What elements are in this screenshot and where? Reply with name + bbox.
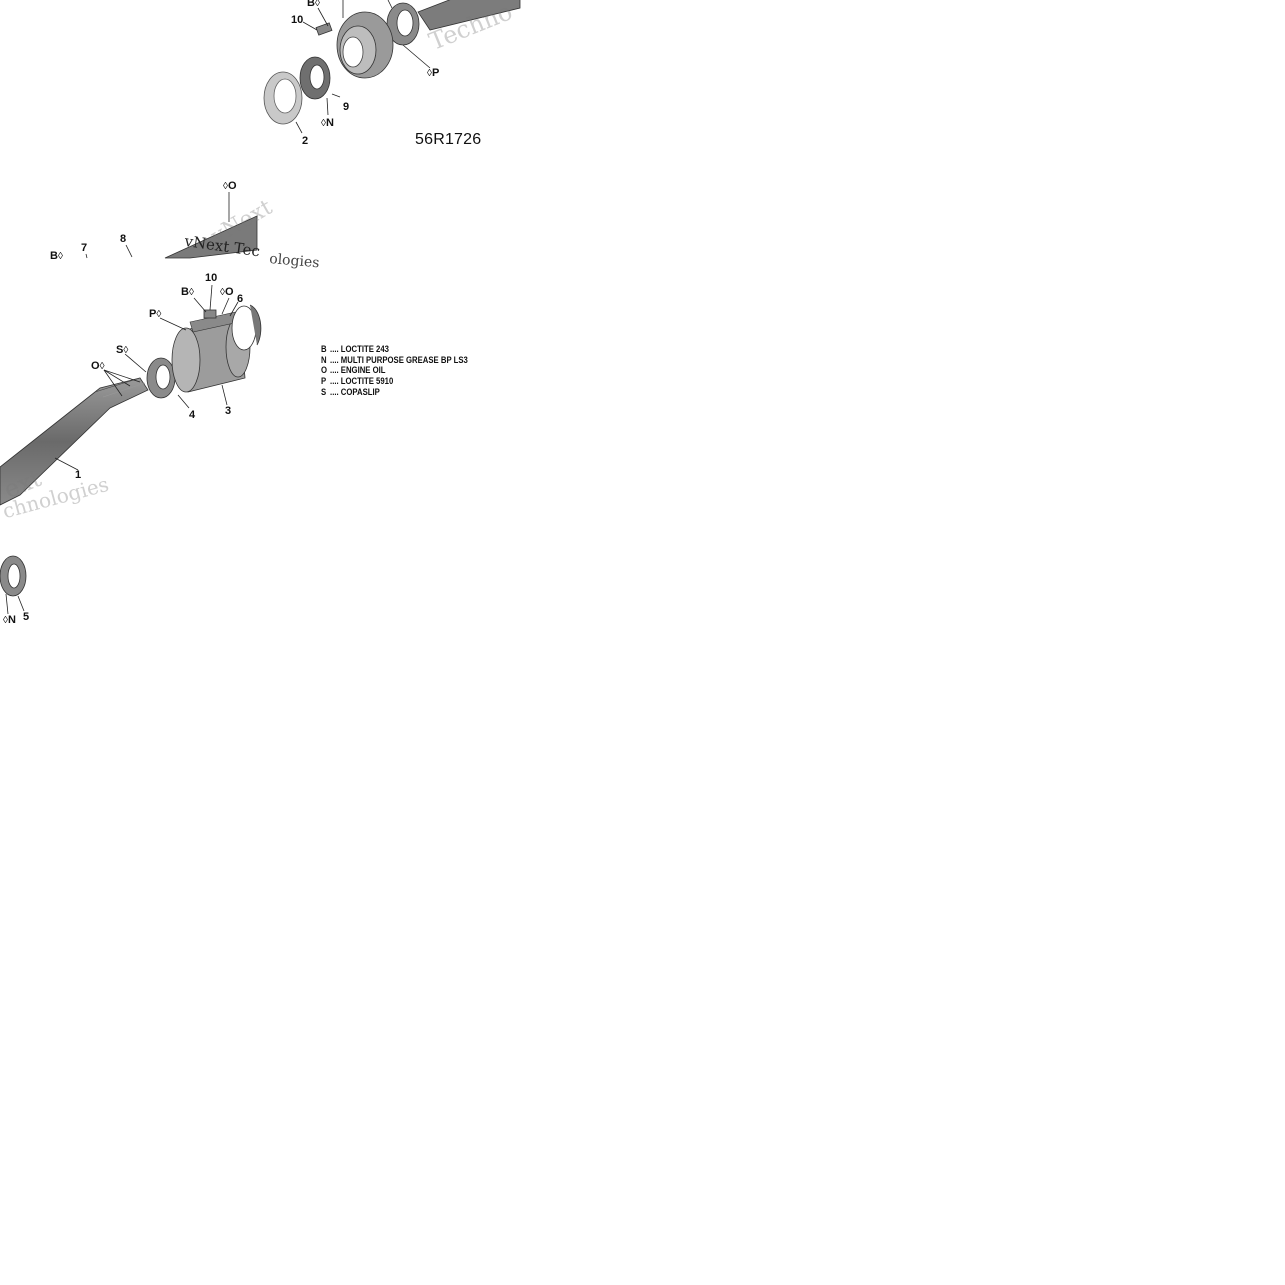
- label-part-1: 1: [75, 469, 82, 481]
- label-part-6: 6: [237, 293, 244, 305]
- tag-b-mid: B◊: [181, 286, 194, 299]
- legend-row-s: S .... COPASLIP: [321, 386, 380, 397]
- top-bolt: [315, 22, 333, 36]
- drop-icon: ◊: [123, 345, 129, 356]
- top-housing: [336, 11, 394, 79]
- label-part-8: 8: [120, 233, 127, 245]
- label-part-3: 3: [225, 405, 232, 417]
- tag-p-mid: P◊: [149, 308, 162, 321]
- seal-4: [146, 357, 176, 399]
- ring-6: [231, 304, 262, 351]
- drop-icon: ◊: [314, 0, 320, 9]
- label-part-10-top: 10: [291, 14, 304, 26]
- drop-icon: ◊: [427, 68, 432, 79]
- mid-leader-lines: [54, 284, 239, 471]
- top-washer-2: [263, 71, 303, 125]
- top-shaft: [417, 0, 521, 31]
- legend-row-b: B .... LOCTITE 243: [321, 344, 389, 354]
- drop-icon: ◊: [99, 361, 105, 372]
- tag-b-left: B◊: [50, 250, 63, 263]
- drop-icon: ◊: [223, 181, 228, 192]
- drop-icon: ◊: [156, 309, 162, 320]
- ring-5: [0, 555, 27, 597]
- drop-icon: ◊: [321, 118, 326, 129]
- top-leader-lines: [295, 0, 431, 134]
- legend-row-p: P .... LOCTITE 5910: [321, 376, 394, 387]
- mid-shaft-fragment: [164, 215, 258, 259]
- tag-s-mid: S◊: [116, 344, 129, 357]
- label-part-10-mid: 10: [205, 272, 218, 284]
- tag-n-bottom: ◊N: [3, 614, 16, 627]
- tag-o-left: O◊: [91, 360, 105, 373]
- drop-icon: ◊: [3, 615, 8, 626]
- tag-o-mid-top: ◊O: [223, 180, 237, 193]
- tag-o-mid: ◊O: [220, 286, 234, 299]
- materials-legend: B .... LOCTITE 243 N .... MULTI PURPOSE …: [321, 344, 468, 398]
- label-part-5: 5: [23, 611, 30, 623]
- mid-fragment-leaders: [85, 192, 230, 259]
- bottom-leader-lines: [5, 593, 25, 615]
- main-shaft: [0, 377, 149, 506]
- legend-row-n: N .... MULTI PURPOSE GREASE BP LS3: [321, 354, 468, 365]
- top-ring-9: [299, 56, 331, 100]
- tag-p-top: ◊P: [427, 67, 440, 80]
- legend-row-o: O .... ENGINE OIL: [321, 365, 386, 376]
- label-part-9: 9: [343, 101, 350, 113]
- tag-b-top: B◊: [307, 0, 320, 9]
- drop-icon: ◊: [220, 287, 225, 298]
- drop-icon: ◊: [188, 287, 194, 298]
- diagram-reference-code: 56R1726: [415, 131, 482, 148]
- label-part-7: 7: [81, 242, 88, 254]
- drop-icon: ◊: [57, 251, 63, 262]
- label-part-2: 2: [302, 135, 309, 147]
- label-part-4: 4: [189, 409, 196, 421]
- tag-n-top: ◊N: [321, 117, 334, 130]
